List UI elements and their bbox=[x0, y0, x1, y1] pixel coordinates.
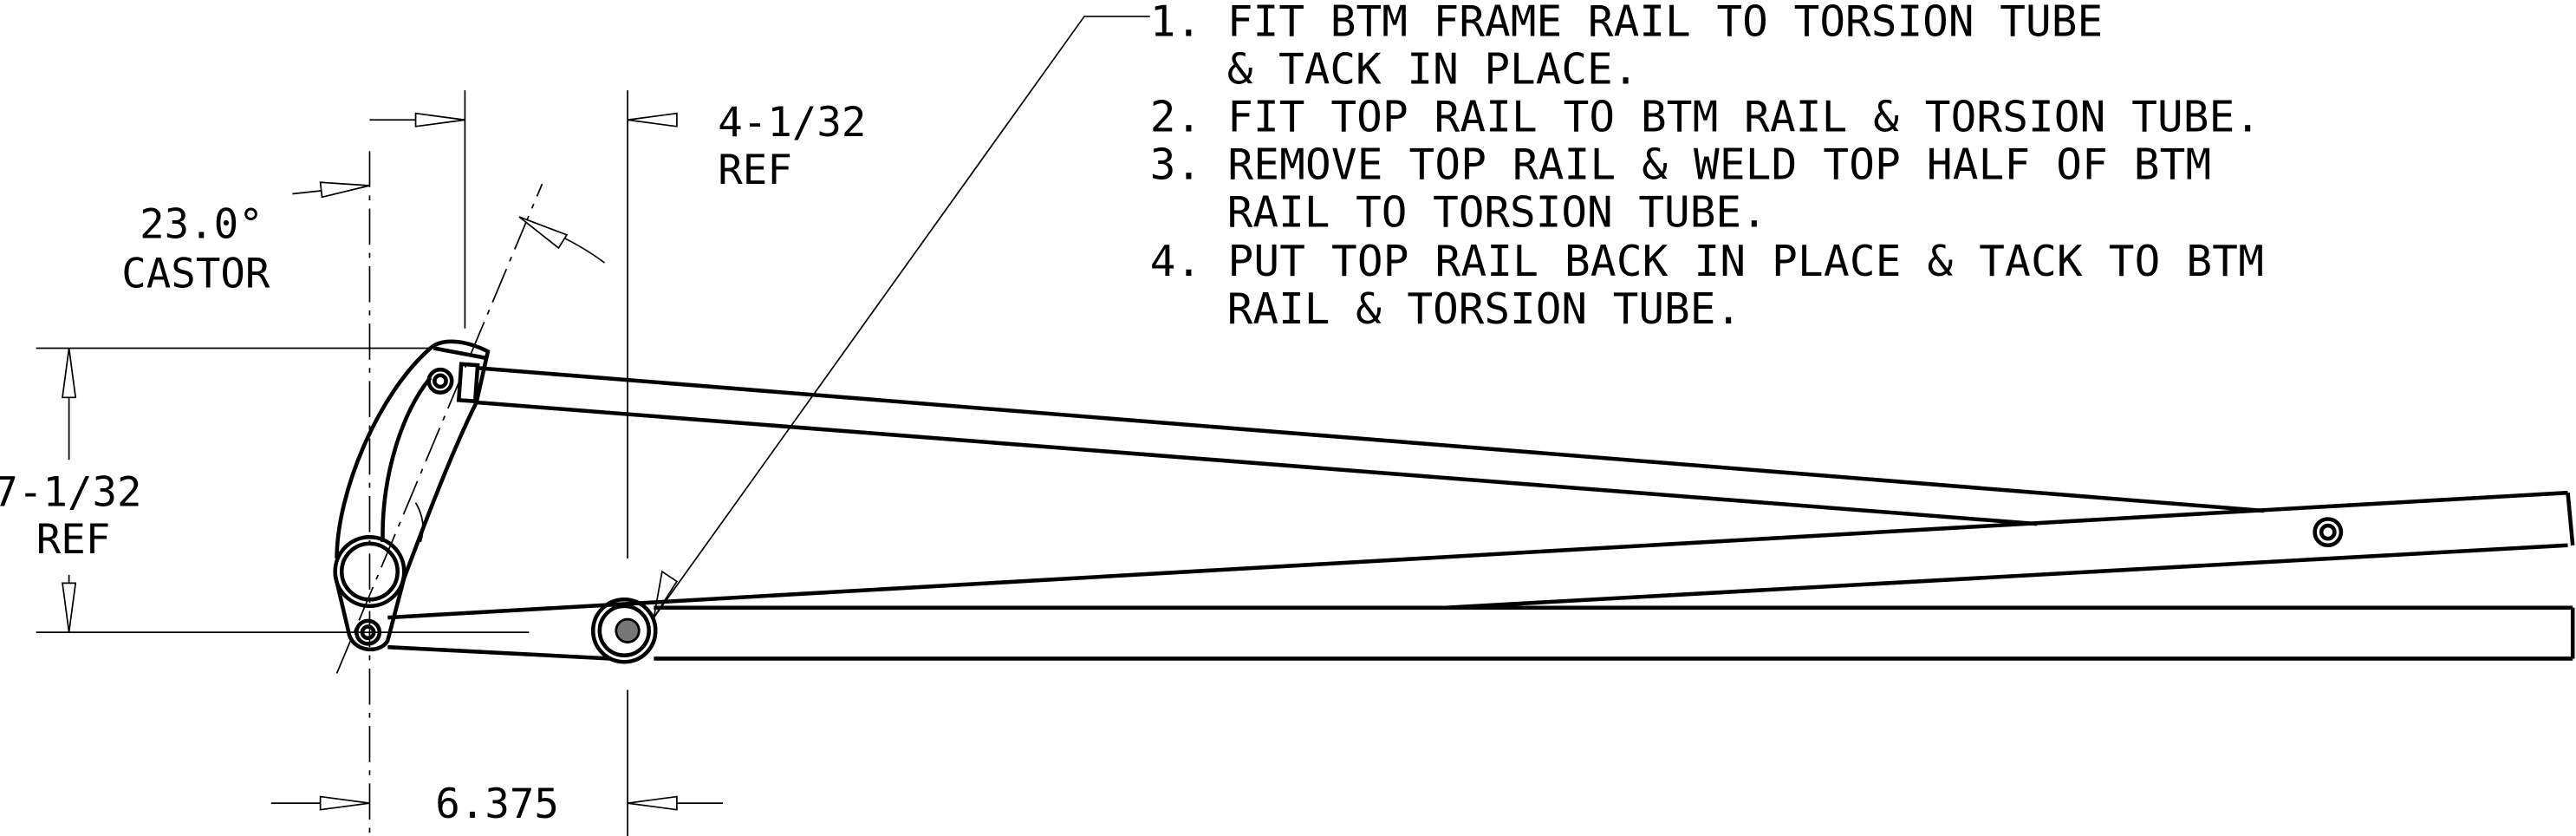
note-line: 1. FIT BTM FRAME RAIL TO TORSION TUBE bbox=[1150, 0, 2103, 47]
torsion-tube bbox=[590, 598, 658, 664]
offset-dimension: 4-1/32 REF bbox=[369, 99, 866, 194]
pivot-bolt bbox=[355, 618, 382, 646]
note-line: RAIL & TORSION TUBE. bbox=[1150, 284, 1741, 334]
castor-label: CASTOR bbox=[121, 250, 270, 297]
castor-value: 23.0° bbox=[140, 201, 263, 249]
arrowhead-right-icon bbox=[414, 112, 465, 127]
arrowhead-up-icon bbox=[62, 348, 77, 399]
offset-value: 4-1/32 bbox=[718, 99, 866, 147]
note-line: & TACK IN PLACE. bbox=[1150, 44, 1639, 95]
note-line: 2. FIT TOP RAIL TO BTM RAIL & TORSION TU… bbox=[1150, 92, 2261, 142]
arrowhead-down-icon bbox=[62, 582, 77, 633]
kingpin-tube bbox=[333, 535, 407, 609]
diagonal-rail bbox=[387, 490, 2575, 620]
bottom-rail bbox=[654, 605, 2575, 661]
offset-note: REF bbox=[718, 147, 792, 194]
arrowhead-right-icon bbox=[319, 181, 370, 199]
arrowhead-left-icon bbox=[627, 112, 678, 127]
note-line: 3. REMOVE TOP RAIL & WELD TOP HALF OF BT… bbox=[1150, 139, 2211, 189]
arrowhead-left-icon bbox=[518, 216, 569, 250]
spacing-value: 6.375 bbox=[435, 780, 559, 828]
arrowhead-left-icon bbox=[627, 795, 678, 811]
note-line: 4. PUT TOP RAIL BACK IN PLACE & TACK TO … bbox=[1150, 236, 2264, 286]
height-value: 7-1/32 bbox=[0, 468, 142, 516]
rail-bolt bbox=[2313, 517, 2344, 548]
height-note: REF bbox=[36, 516, 111, 564]
lower-link bbox=[387, 644, 612, 661]
castor-angle-line bbox=[335, 183, 543, 674]
spindle-arm bbox=[333, 339, 491, 652]
upper-bolt bbox=[426, 367, 454, 395]
castor-dimension: 23.0° CASTOR bbox=[121, 181, 606, 297]
arrowhead-right-icon bbox=[319, 795, 370, 811]
height-dimension: 7-1/32 REF bbox=[0, 347, 530, 634]
arrowhead-icon bbox=[653, 570, 679, 618]
assembly-notes: 1. FIT BTM FRAME RAIL TO TORSION TUBE & … bbox=[1150, 0, 2264, 334]
top-rail bbox=[456, 362, 2265, 526]
spacing-dimension: 6.375 bbox=[270, 780, 723, 828]
note-line: RAIL TO TORSION TUBE. bbox=[1150, 186, 1767, 237]
